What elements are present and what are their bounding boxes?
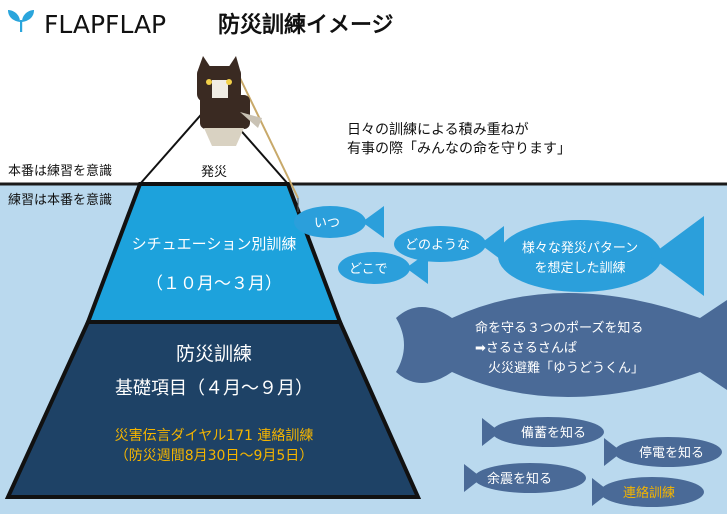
pyramid-bottom-section [4,320,422,499]
fish-bichiku: 備蓄を知る [482,417,604,447]
label-below-water: 練習は本番を意識 [8,192,112,208]
big-blue-fish-line2: を想定した訓練 [534,260,625,276]
big-blue-fish-line1: 様々な発災パターン [522,241,638,256]
bottom-extra-line1: 災害伝言ダイヤル171 連絡訓練 [115,428,314,444]
bottom-section-subtitle: 基礎項目（４月～９月） [115,378,313,399]
fish-yoshin-label: 余震を知る [487,471,552,487]
fish-itsu: いつ [294,206,384,238]
top-note-line2: 有事の際「みんなの命を守ります」 [347,140,571,157]
big-grey-fish-line2: ➡さるさるさんぱ [475,341,577,356]
fish-teiden-label: 停電を知る [639,445,704,461]
big-grey-fish-line3: 火災避難「ゆうどうくん」 [488,361,644,376]
fish-itsu-label: いつ [314,216,340,231]
brand-name: FLAPFLAP [44,10,166,39]
fish-renraku-label: 連絡訓練 [623,485,675,501]
big-grey-fish-line1: 命を守る３つのポーズを知る [475,320,643,336]
bottom-section-title: 防災訓練 [176,343,252,365]
fish-dokode: どこで [338,252,428,284]
bottom-extra-line2: （防災週間8月30日～9月5日） [115,448,314,464]
label-above-water: 本番は練習を意識 [8,163,112,179]
page-title: 防災訓練イメージ [218,12,394,38]
fish-donoyouna: どのような [394,226,504,262]
leaf-logo-icon [8,10,34,32]
fish-big-blue: 様々な発災パターン を想定した訓練 [498,216,704,296]
fish-bichiku-label: 備蓄を知る [521,425,586,441]
cat-fishing-illustration: 発災 [197,56,299,212]
top-note-line1: 日々の訓練による積み重ねが [347,122,529,138]
fish-dokode-label: どこで [349,262,388,277]
middle-section-period: （１０月～３月） [146,274,282,294]
fish-renraku: 連絡訓練 [592,477,704,507]
fish-teiden: 停電を知る [604,437,722,467]
fish-donoyouna-label: どのような [405,238,470,253]
middle-section-title: シチュエーション別訓練 [132,235,297,253]
fish-big-grey: 命を守る３つのポーズを知る ➡さるさるさんぱ 火災避難「ゆうどうくん」 [396,293,727,397]
pyramid-peak-label: 発災 [201,165,227,180]
fish-yoshin: 余震を知る [464,463,586,493]
